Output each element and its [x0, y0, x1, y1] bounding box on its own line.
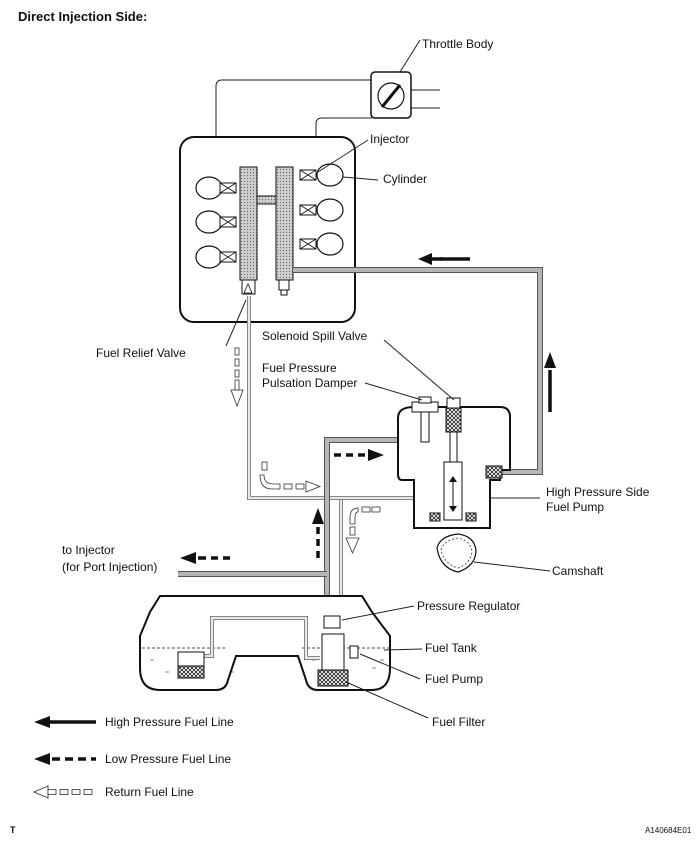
legend: High Pressure Fuel Line Low Pressure Fue… [32, 715, 234, 799]
low-pressure-arrow-left [180, 552, 230, 564]
legend-high-pressure-symbol [34, 716, 96, 728]
label-camshaft: Camshaft [552, 564, 604, 578]
pressure-sensor [278, 279, 290, 296]
return-pipe-outline [247, 296, 413, 500]
label-injector: Injector [370, 132, 409, 146]
legend-return-label: Return Fuel Line [105, 785, 194, 799]
legend-low-pressure-label: Low Pressure Fuel Line [105, 752, 231, 766]
camshaft-lobe-inner [440, 537, 473, 569]
return-arrow-right [259, 461, 322, 493]
label-pressure-regulator: Pressure Regulator [417, 599, 520, 613]
footer-left: T [10, 825, 16, 835]
camshaft-leader [473, 561, 551, 572]
suction-filter [177, 665, 205, 679]
label-fuel-pressure: Fuel Pressure [262, 361, 337, 375]
return-pipe [247, 296, 413, 500]
fuel-rails [239, 166, 294, 281]
cylinder-leader [342, 176, 379, 181]
fuel-tank-leader [383, 648, 423, 651]
label-fuel-filter: Fuel Filter [432, 715, 485, 729]
fuel-pump-leader [359, 653, 421, 680]
fuel-sender [349, 645, 359, 659]
label-cylinder: Cylinder [383, 172, 427, 186]
label-hp-pump-2: Fuel Pump [546, 500, 604, 514]
label-pulsation-damper: Pulsation Damper [262, 376, 357, 390]
fuel-filter [317, 669, 349, 687]
throttle-body-leader [399, 39, 421, 73]
spill-valve-leader [383, 339, 455, 401]
footer-code: A140684E01 [645, 826, 692, 835]
camshaft-lobe [436, 533, 477, 573]
label-throttle-body: Throttle Body [422, 37, 493, 51]
low-pressure-arrow-up [312, 508, 324, 558]
label-port-injection: (for Port Injection) [62, 560, 157, 574]
cylinders-right [299, 163, 344, 256]
high-pressure-arrow-right [544, 352, 556, 412]
return-arrow-down [230, 347, 244, 408]
low-pressure-arrow-right [334, 449, 384, 461]
relief-valve-leader [225, 299, 247, 347]
low-pressure-pipe-outline [324, 437, 402, 598]
pulsation-damper [411, 396, 439, 443]
return-arrow-down-pump [345, 506, 381, 555]
fuel-relief-valve [241, 279, 256, 295]
cylinders-left [195, 176, 237, 269]
pressure-regulator-leader [341, 605, 415, 621]
diagram-title: Direct Injection Side: [18, 9, 147, 24]
label-hp-pump-1: High Pressure Side [546, 485, 650, 499]
label-fuel-tank: Fuel Tank [425, 641, 478, 655]
high-pressure-pipe [293, 268, 542, 474]
label-fuel-pump: Fuel Pump [425, 672, 483, 686]
label-fuel-relief-valve: Fuel Relief Valve [96, 346, 186, 360]
tank-suction-pipe [186, 616, 320, 660]
legend-return-symbol [32, 785, 93, 799]
injector-leader [317, 139, 369, 173]
label-solenoid-spill-valve: Solenoid Spill Valve [262, 329, 368, 343]
fuel-filter-leader [345, 681, 429, 719]
pump-plunger [429, 461, 503, 522]
high-pressure-arrow-top [418, 253, 470, 265]
pressure-regulator [323, 615, 341, 629]
low-pressure-pipe [325, 438, 402, 598]
fuel-pump [321, 633, 345, 671]
solenoid-spill-valve [445, 397, 462, 463]
legend-low-pressure-symbol [34, 753, 96, 765]
damper-leader [364, 382, 423, 401]
legend-high-pressure-label: High Pressure Fuel Line [105, 715, 234, 729]
label-to-injector: to Injector [62, 543, 115, 557]
intake-lines [215, 79, 440, 138]
throttle-body [370, 71, 412, 119]
